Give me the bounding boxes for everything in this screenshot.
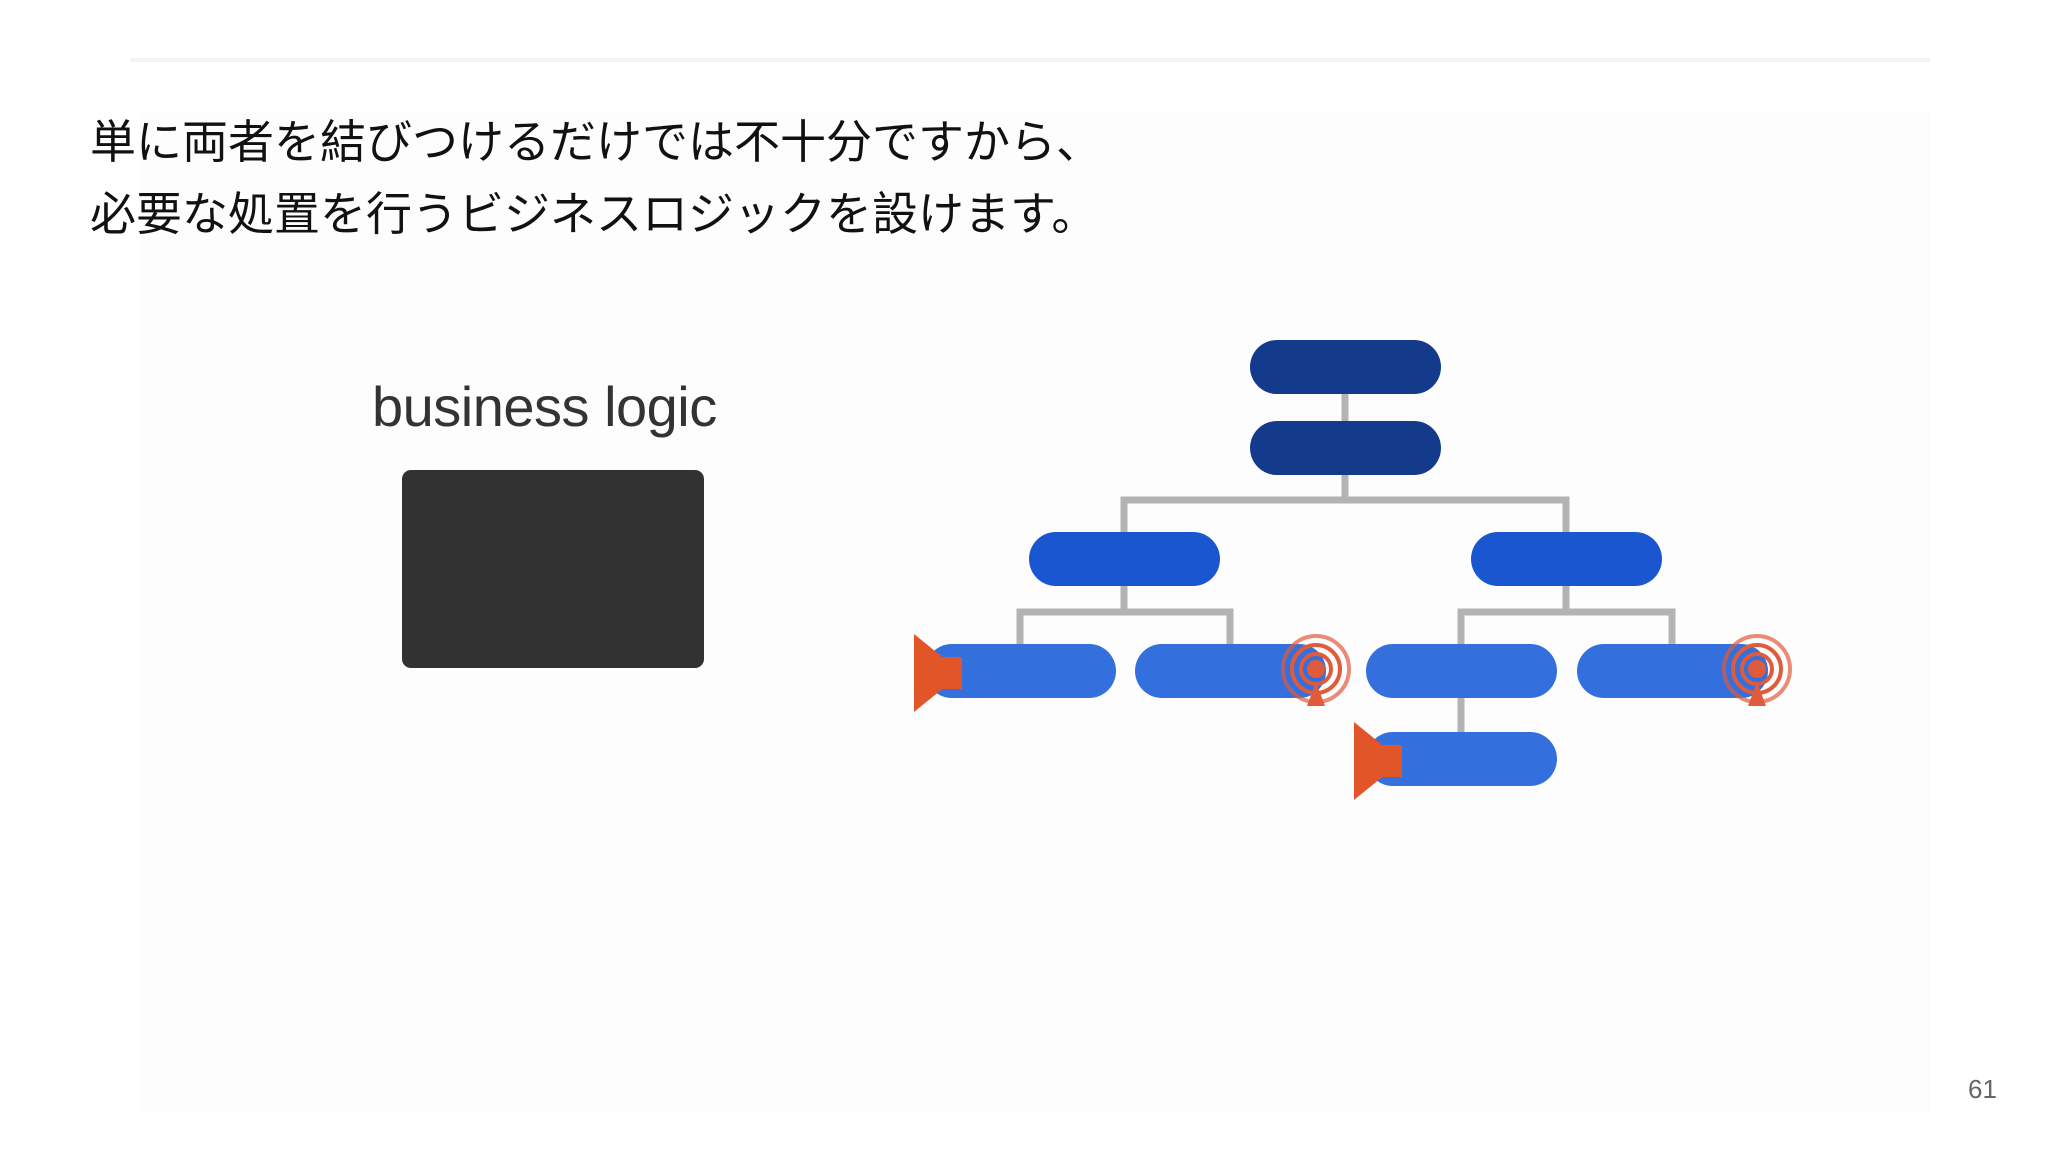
root-node-lower — [1250, 421, 1441, 475]
level2-node-left — [1029, 532, 1220, 586]
leaf-node-2 — [1135, 644, 1326, 698]
tree-connectors — [1016, 394, 1676, 732]
top-divider — [130, 58, 1930, 62]
connector-level-2 — [1120, 496, 1570, 533]
signal-icon — [1722, 634, 1792, 706]
business-logic-label: business logic — [372, 375, 717, 438]
connector-right-children — [1457, 608, 1676, 644]
leaf-node-1 — [925, 644, 1116, 698]
speaker-icon — [1354, 722, 1402, 800]
leaf-node-4 — [1577, 644, 1768, 698]
slide-title: 単に両者を結びつけるだけでは不十分ですから、 必要な処置を行うビジネスロジックを… — [90, 106, 1590, 250]
leaf-node-3 — [1366, 644, 1557, 698]
root-node-upper — [1250, 340, 1441, 394]
page-number: 61 — [1968, 1074, 1997, 1104]
signal-icon — [1281, 634, 1351, 706]
speaker-icon — [914, 634, 962, 712]
business-logic-box — [402, 470, 704, 668]
title-line-2: 必要な処置を行うビジネスロジックを設けます。 — [90, 187, 1098, 241]
title-line-1: 単に両者を結びつけるだけでは不十分ですから、 — [90, 115, 1102, 169]
level2-node-right — [1471, 532, 1662, 586]
leaf-node-5 — [1366, 732, 1557, 786]
connector-left-children — [1016, 608, 1234, 644]
